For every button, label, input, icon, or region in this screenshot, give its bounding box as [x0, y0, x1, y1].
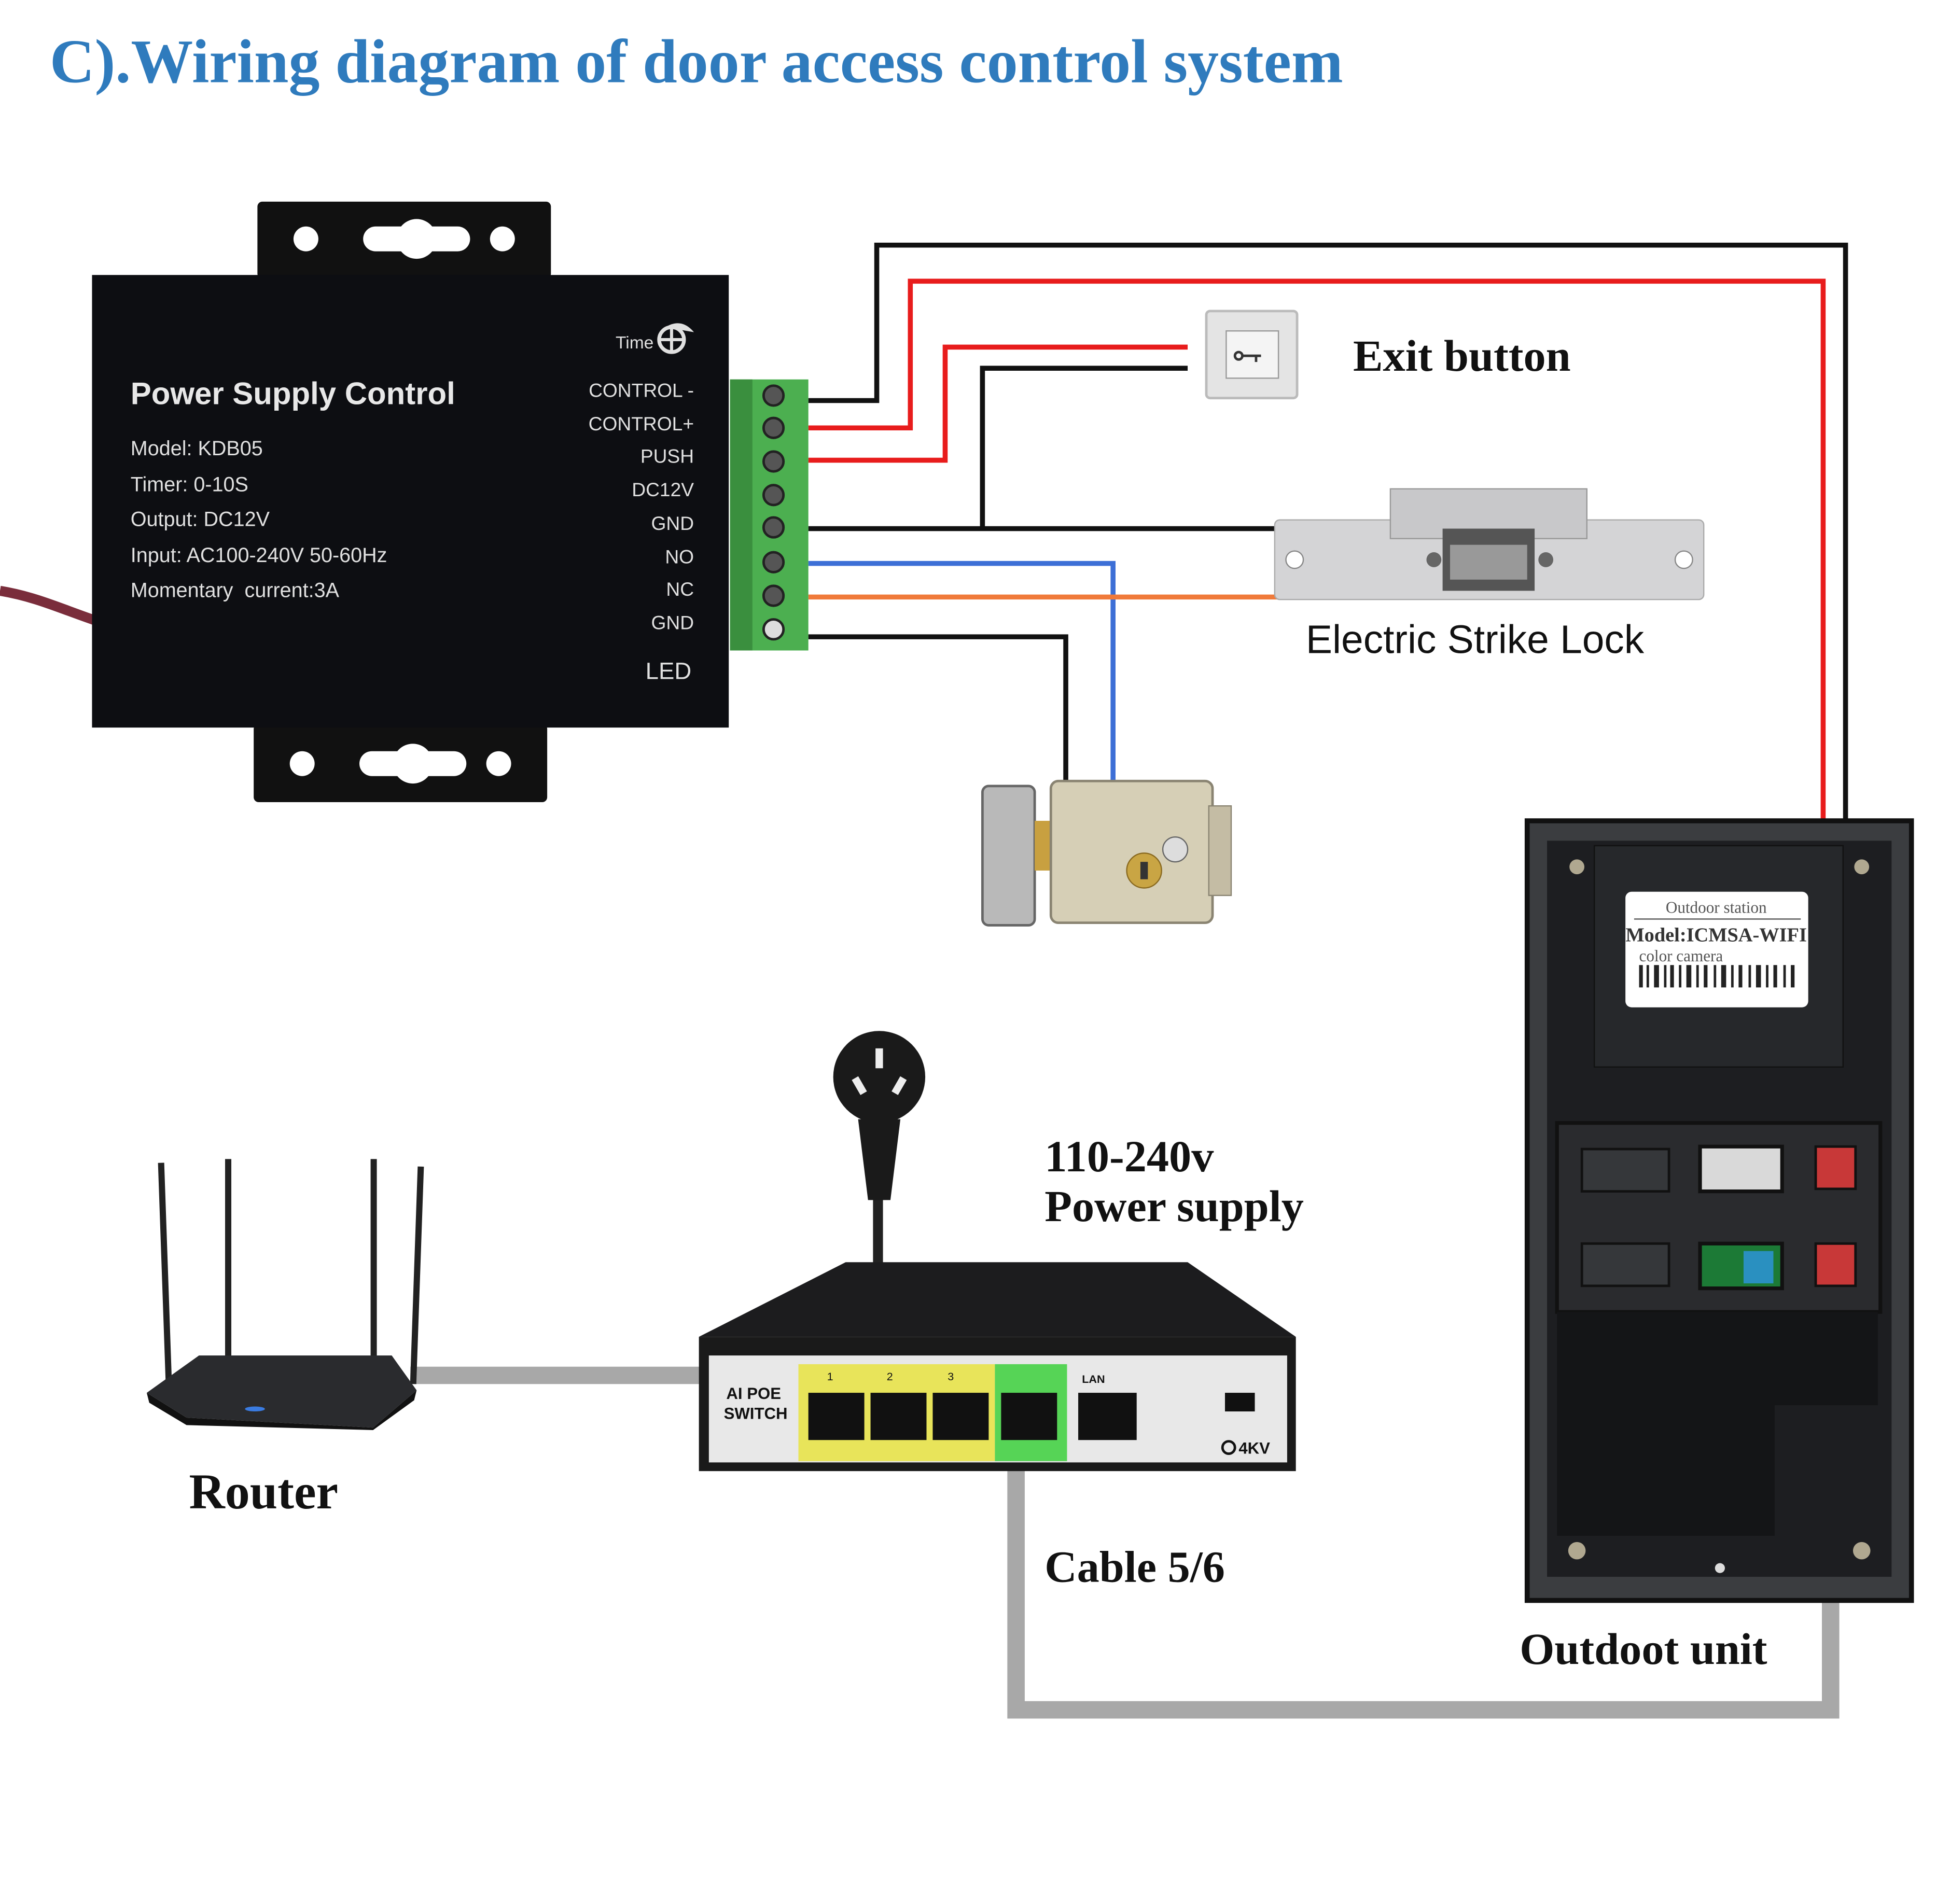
wire-gnd2-black — [808, 634, 1068, 784]
time-label: Time — [616, 333, 653, 353]
input-cable — [0, 585, 101, 627]
power-plug — [833, 1031, 926, 1200]
electric-strike-lock — [1274, 488, 1705, 600]
router-label: Router — [189, 1464, 338, 1519]
outdoor-unit: Outdoor station Model:ICMSA-WIFI color c… — [1524, 818, 1914, 1603]
terminal-label-no: NO — [665, 546, 694, 568]
sticker-model: Model:ICMSA-WIFI — [1625, 925, 1806, 946]
wire-control-minus-black — [808, 242, 1848, 1169]
cable-label: Cable 5/6 — [1044, 1542, 1225, 1592]
power-supply-control: Power Supply Control Model: KDB05 Timer:… — [92, 201, 809, 803]
port-number-3: 3 — [948, 1370, 954, 1383]
terminal-label-nc: NC — [666, 578, 694, 600]
switch-brand-line2: SWITCH — [724, 1404, 788, 1422]
electric-rim-lock — [981, 779, 1232, 927]
spec-current: Momentary current:3A — [131, 579, 340, 601]
sticker-line3: color camera — [1639, 947, 1723, 965]
terminal-label-gnd: GND — [651, 512, 694, 534]
exit-button-device — [1205, 310, 1299, 400]
barcode — [1639, 965, 1795, 988]
terminal-label-control-minus: CONTROL - — [589, 379, 694, 401]
surge-label: 4KV — [1238, 1439, 1270, 1458]
terminal-label-control-plus: CONTROL+ — [589, 413, 694, 435]
terminal-label-push: PUSH — [640, 445, 694, 467]
terminal-block — [730, 379, 809, 651]
lan-label: LAN — [1082, 1373, 1105, 1385]
time-icon — [657, 323, 694, 354]
port-number-1: 1 — [827, 1370, 833, 1383]
spec-timer: Timer: 0-10S — [131, 473, 248, 496]
surge-icon — [1221, 1440, 1236, 1455]
spec-input: Input: AC100-240V 50-60Hz — [131, 544, 387, 567]
switch-brand-line1: AI POE — [726, 1384, 781, 1403]
outdoor-unit-label: Outdoot unit — [1520, 1624, 1767, 1674]
spec-output: Output: DC12V — [131, 508, 270, 531]
led-label: LED — [646, 658, 692, 684]
power-supply-title: Power Supply Control — [131, 376, 455, 411]
sticker-line1: Outdoor station — [1666, 898, 1767, 916]
wire-exit-gnd-black — [980, 366, 1188, 529]
strike-lock-label: Electric Strike Lock — [1306, 618, 1645, 662]
terminal-label-gnd2: GND — [651, 612, 694, 634]
wire-no-blue — [808, 561, 1116, 784]
poe-switch: AI POE SWITCH 1 2 3 LAN 4KV — [699, 1262, 1296, 1472]
power-supply-label-line1: 110-240v — [1044, 1131, 1214, 1181]
spec-model: Model: KDB05 — [131, 437, 263, 460]
wire-control-plus-red — [808, 278, 1826, 1163]
power-supply-label-line2: Power supply — [1044, 1181, 1304, 1231]
page-title: C).Wiring diagram of door access control… — [50, 27, 1343, 96]
terminal-label-dc12v: DC12V — [632, 479, 694, 500]
port-number-2: 2 — [887, 1370, 893, 1383]
key-icon — [1241, 354, 1261, 362]
wire-push-red — [808, 344, 1188, 463]
router — [146, 1159, 424, 1431]
exit-button-label: Exit button — [1353, 331, 1571, 381]
